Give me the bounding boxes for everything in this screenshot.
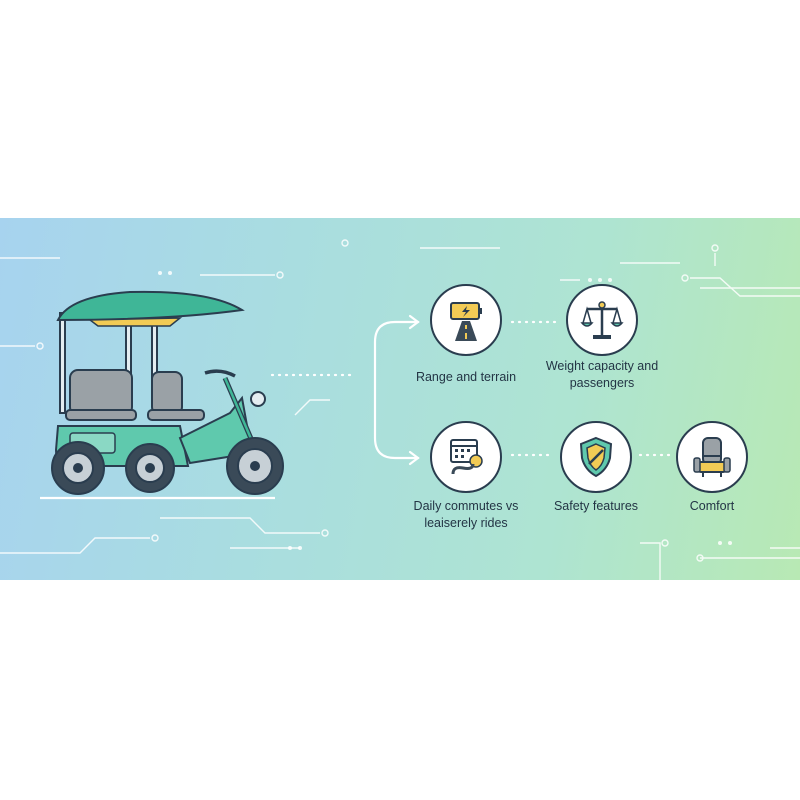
battery-road-icon: [450, 302, 482, 341]
seat-icon: [693, 437, 731, 477]
connector-lines: [270, 314, 672, 466]
calendar-route-icon: [450, 439, 483, 475]
banner: Range and terrain Weight capacity and pa…: [0, 218, 800, 580]
feature-comfort-label: Comfort: [689, 499, 735, 513]
feature-commute-circle: [430, 421, 502, 493]
balance-scale-icon: [580, 301, 624, 339]
feature-range-label: Range and terrain: [415, 370, 517, 384]
feature-range-circle: [430, 284, 502, 356]
feature-weight-label: Weight capacity and passengers: [545, 359, 659, 390]
feature-safety-circle: [560, 421, 632, 493]
circuit-decoration: [0, 239, 800, 580]
shield-icon: [579, 436, 613, 478]
feature-commute-label: Daily commutes vs leaiserely rides: [413, 499, 519, 530]
feature-comfort-circle: [676, 421, 748, 493]
feature-safety-label: Safety features: [553, 499, 639, 513]
feature-weight-circle: [566, 284, 638, 356]
electric-trike-illustration: [40, 290, 284, 500]
